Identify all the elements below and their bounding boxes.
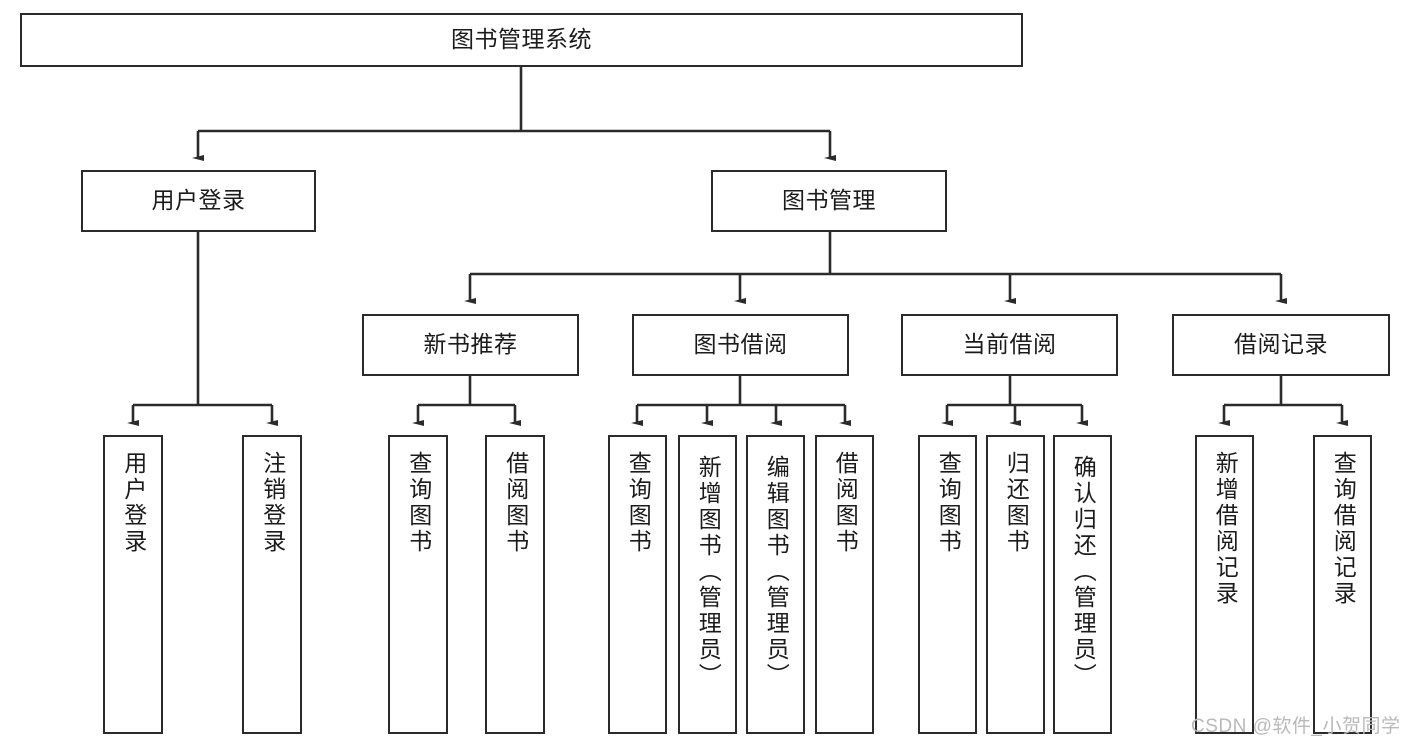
node-label: 图书管理 — [782, 187, 876, 214]
node-borrow-record[interactable]: 借阅记录 — [1172, 314, 1390, 376]
node-label: 新书推荐 — [423, 331, 518, 358]
node-label: 注销登录 — [259, 451, 286, 555]
node-book-management[interactable]: 图书管理 — [711, 170, 947, 232]
node-label: 图书管理系统 — [451, 26, 592, 53]
leaf-current-return-book[interactable]: 归还图书 — [986, 435, 1045, 734]
node-label: 归还图书 — [1003, 451, 1030, 555]
node-label: 借阅图书 — [502, 451, 529, 555]
node-book-borrow[interactable]: 图书借阅 — [632, 314, 849, 376]
node-user-login[interactable]: 用户登录 — [81, 170, 316, 232]
leaf-recommend-borrow-book[interactable]: 借阅图书 — [485, 435, 545, 734]
node-label: 借阅图书 — [832, 451, 859, 555]
leaf-current-query-book[interactable]: 查询图书 — [918, 435, 977, 734]
node-label: 图书借阅 — [693, 331, 788, 358]
node-label: 查询图书 — [935, 451, 962, 555]
node-root-system[interactable]: 图书管理系统 — [20, 13, 1023, 67]
node-label: 借阅记录 — [1234, 331, 1328, 358]
node-label: 确认归还（管理员） — [1070, 455, 1097, 689]
node-label: 当前借阅 — [962, 331, 1057, 358]
leaf-borrow-borrow-book[interactable]: 借阅图书 — [815, 435, 874, 734]
node-label: 查询借阅记录 — [1330, 451, 1357, 607]
node-current-borrow[interactable]: 当前借阅 — [901, 314, 1118, 376]
node-label: 新增借阅记录 — [1212, 451, 1239, 607]
leaf-borrow-add-book-admin[interactable]: 新增图书（管理员） — [678, 435, 737, 734]
node-new-book-recommend[interactable]: 新书推荐 — [362, 314, 579, 376]
leaf-borrow-edit-book-admin[interactable]: 编辑图书（管理员） — [746, 435, 805, 734]
watermark-text: CSDN @软件_小贺同学 — [1191, 716, 1401, 737]
leaf-user-login-logout[interactable]: 注销登录 — [242, 435, 302, 734]
node-label: 查询图书 — [405, 451, 432, 555]
leaf-user-login-login[interactable]: 用户登录 — [103, 435, 163, 734]
node-label: 查询图书 — [625, 451, 652, 555]
node-label: 新增图书（管理员） — [695, 455, 722, 689]
leaf-borrow-query-book[interactable]: 查询图书 — [608, 435, 667, 734]
leaf-record-query-record[interactable]: 查询借阅记录 — [1313, 435, 1372, 734]
node-label: 编辑图书（管理员） — [763, 455, 790, 689]
leaf-recommend-query-book[interactable]: 查询图书 — [388, 435, 448, 734]
node-label: 用户登录 — [151, 187, 246, 214]
node-label: 用户登录 — [120, 451, 147, 555]
leaf-record-add-record[interactable]: 新增借阅记录 — [1195, 435, 1254, 734]
leaf-current-confirm-return-admin[interactable]: 确认归还（管理员） — [1053, 435, 1112, 734]
